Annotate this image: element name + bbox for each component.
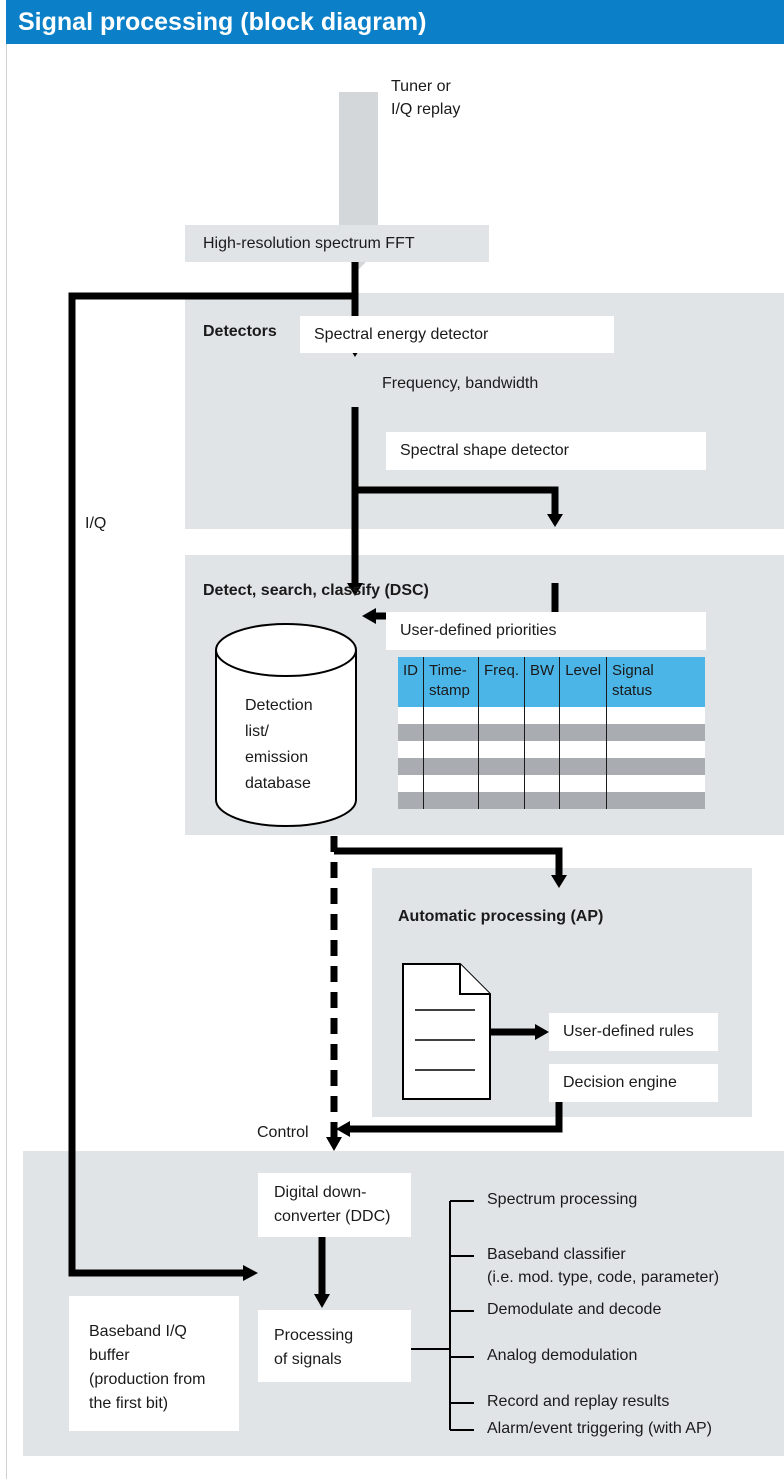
column-header-bw: BW (524, 657, 560, 707)
output-item: Demodulate and decode (487, 1301, 662, 1318)
output-item: Analog demodulation (487, 1347, 638, 1364)
rules-box: User-defined rules (549, 1013, 718, 1051)
column-header-freq: Freq. (477, 657, 525, 707)
energy-detector-box: Spectral energy detector (300, 316, 614, 353)
table-row (398, 758, 705, 775)
table-row (398, 724, 705, 741)
detectors-title: Detectors (203, 323, 277, 340)
table-row (398, 775, 705, 792)
shape-detector-box: Spectral shape detector (386, 432, 706, 470)
table-row (398, 741, 705, 758)
column-header-timestamp: Time-stamp (423, 657, 479, 707)
ddc-box: Digital down- converter (DDC) (258, 1173, 411, 1237)
column-header-id: ID (398, 657, 424, 707)
output-item: Spectrum processing (487, 1191, 638, 1208)
processing-box: Processing of signals (258, 1310, 411, 1382)
database-label: Detection list/ emission database (245, 697, 313, 792)
freq-bandwidth-label: Frequency, bandwidth (382, 375, 539, 392)
page-frame (6, 0, 784, 1479)
rules-document-icon (402, 963, 491, 1100)
column-header-level: Level (559, 657, 607, 707)
table-row (398, 707, 705, 724)
input-label: Tuner or I/Q replay (391, 78, 461, 118)
ap-title: Automatic processing (AP) (398, 908, 604, 925)
control-label: Control (257, 1124, 309, 1141)
output-item: Alarm/event triggering (with AP) (487, 1420, 712, 1437)
table-row (398, 792, 705, 809)
fft-box: High-resolution spectrum FFT (185, 225, 489, 262)
iq-label: I/Q (85, 515, 107, 532)
page-title: Signal processing (block diagram) (6, 0, 784, 44)
priorities-box: User-defined priorities (386, 612, 706, 650)
output-item: Record and replay results (487, 1393, 670, 1410)
dsc-title: Detect, search, classify (DSC) (203, 582, 429, 599)
decision-engine-box: Decision engine (549, 1064, 718, 1102)
output-item: Baseband classifier (i.e. mod. type, cod… (487, 1246, 720, 1286)
database-cylinder (215, 623, 357, 827)
baseband-buffer-box: Baseband I/Q buffer (production from the… (69, 1296, 239, 1431)
